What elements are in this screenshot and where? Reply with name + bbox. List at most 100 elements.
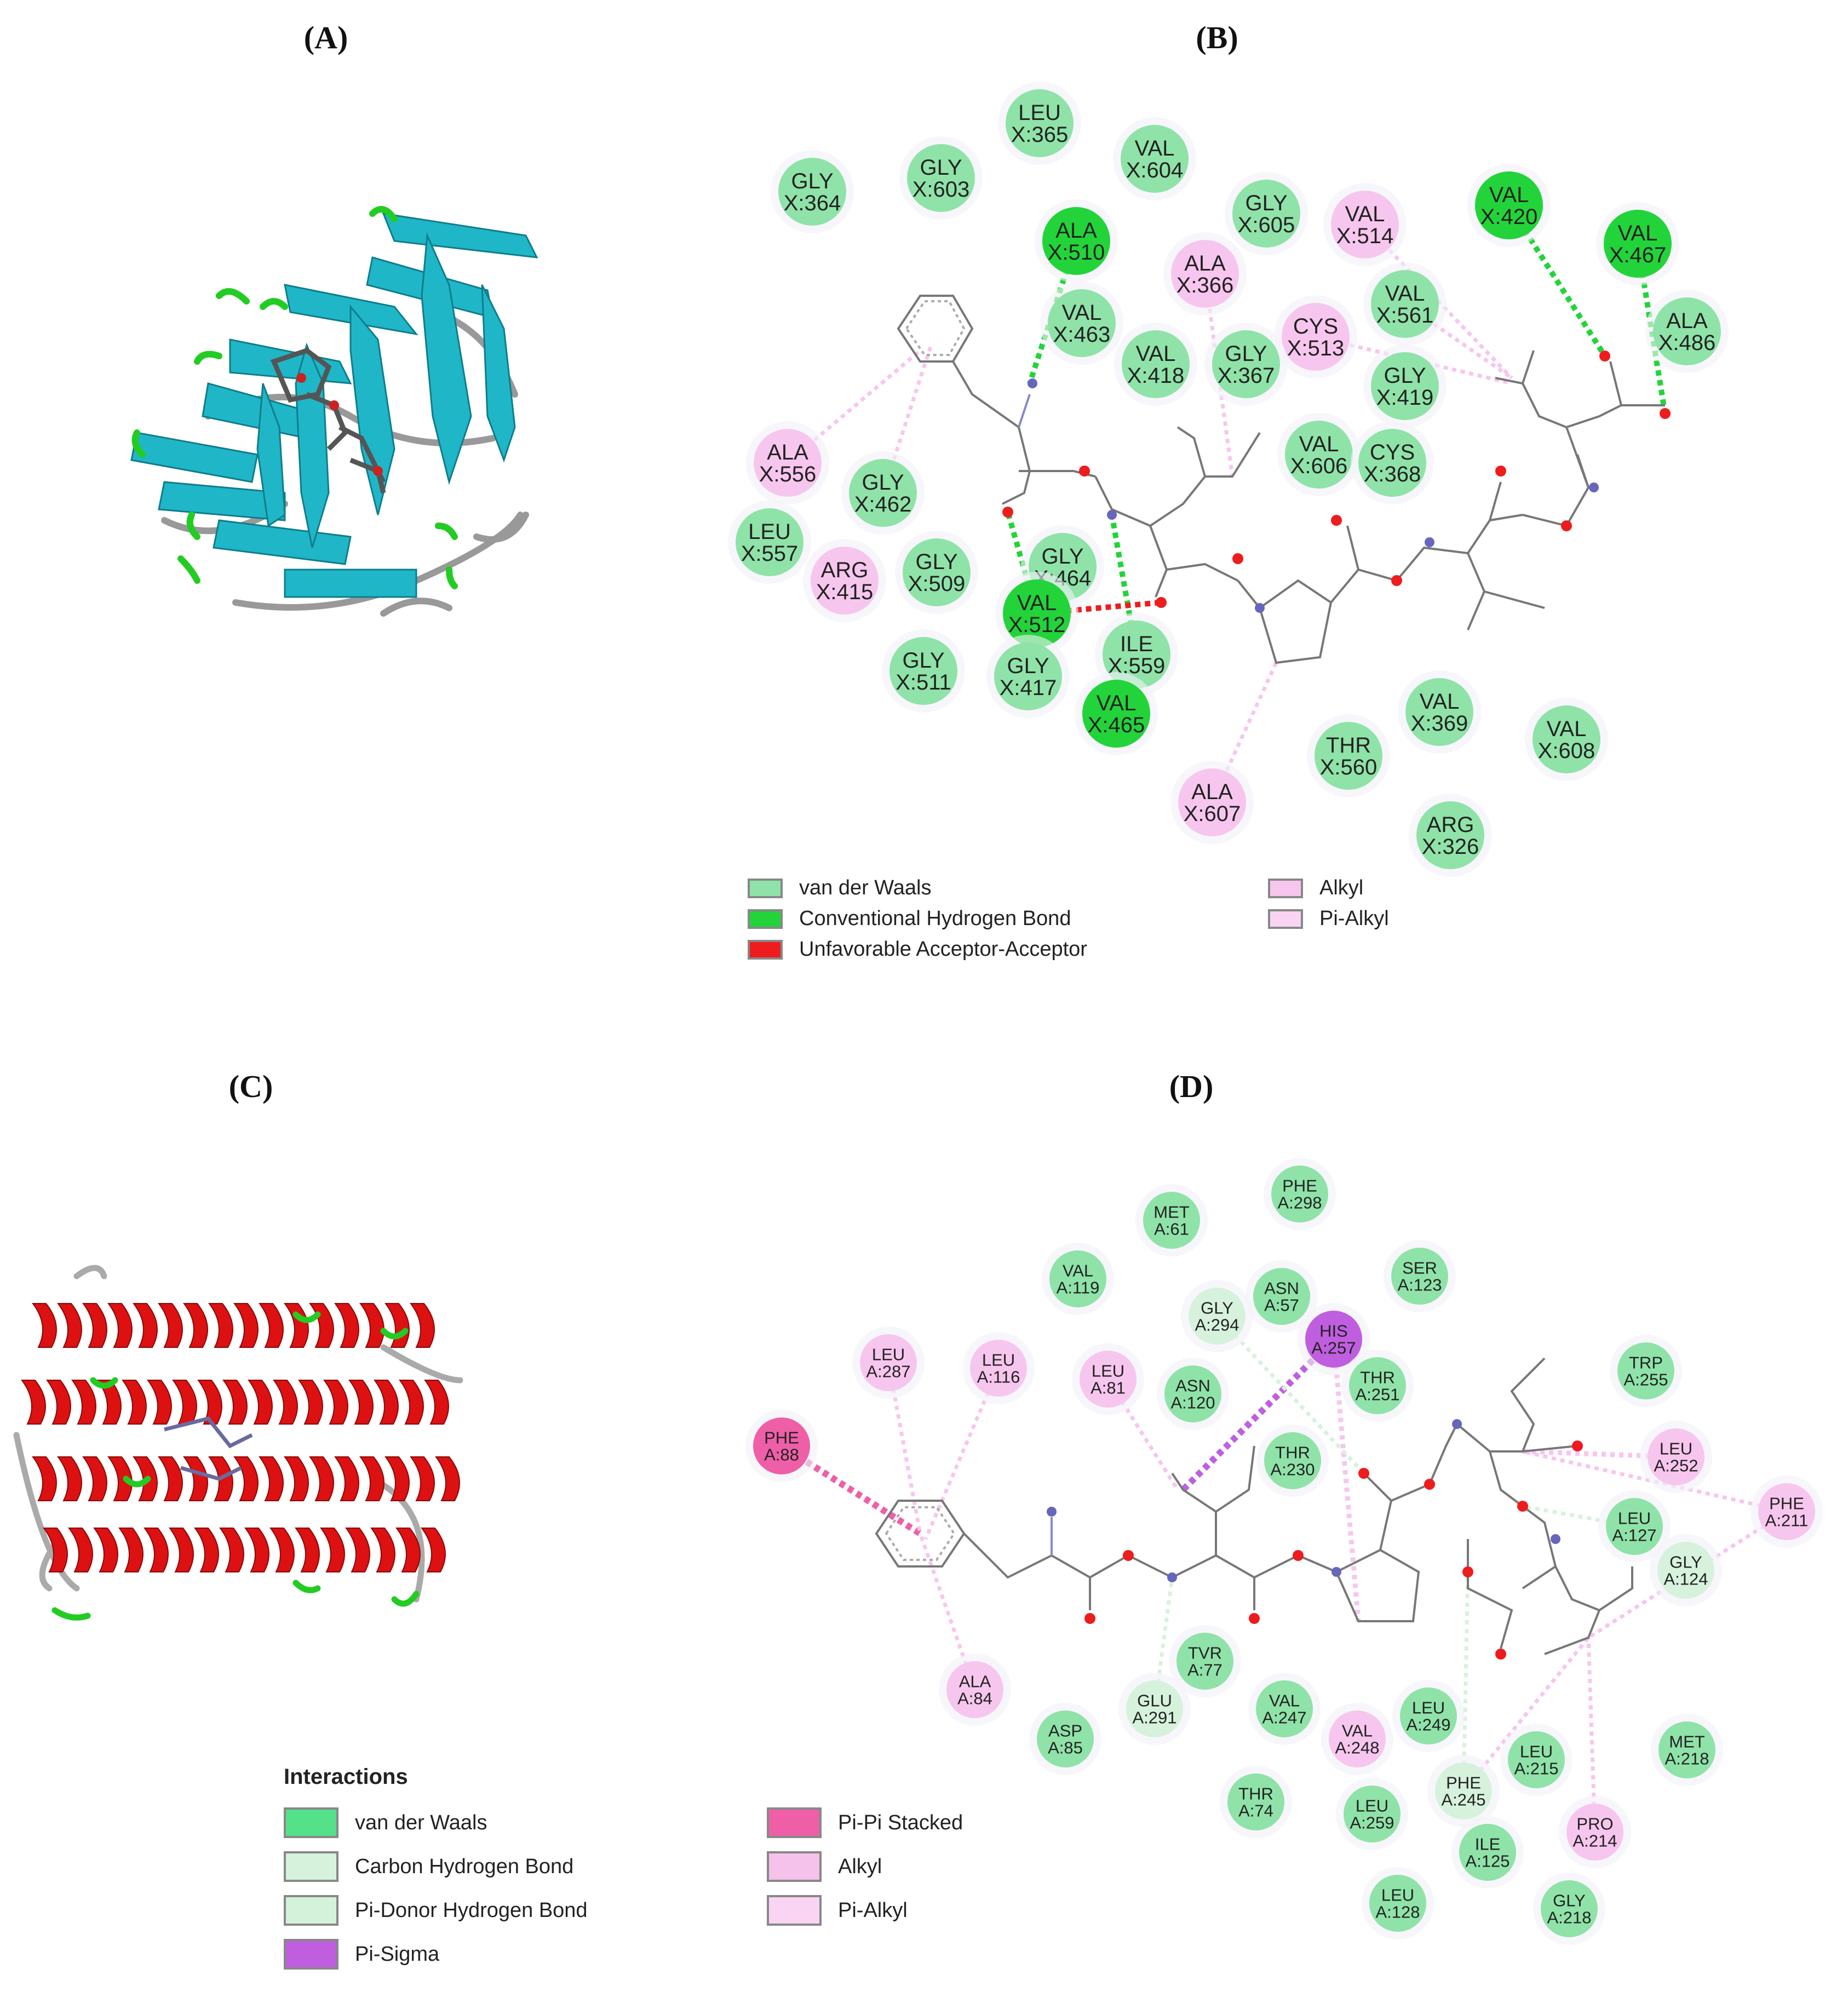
residue-id: A:249: [1406, 1715, 1450, 1734]
residue-name: ALA: [767, 440, 808, 464]
residue-circle: [1103, 621, 1170, 688]
residue-circle: [736, 508, 804, 576]
residue-circle: [1416, 801, 1484, 869]
helix-segment: [183, 1303, 208, 1348]
protein-structure-a: [130, 206, 538, 617]
residue-circle: [1212, 330, 1280, 398]
residue-circle: [1405, 678, 1473, 746]
residue-name: LEU: [1356, 1796, 1388, 1815]
residue-id: X:462: [854, 492, 912, 516]
residue-circle: [1271, 1166, 1328, 1222]
helix-segment: [222, 1380, 248, 1425]
legend-item-hbond: Conventional Hydrogen Bond: [748, 907, 1071, 931]
interaction-line: [1462, 1636, 1590, 1793]
residue-name: MET: [1669, 1732, 1705, 1751]
swatch-pi-sigma: [284, 1939, 338, 1970]
residue-name: VAL: [1135, 136, 1175, 160]
residue-name: SER: [1402, 1258, 1437, 1277]
helix-segment: [395, 1528, 421, 1572]
residue-name: GLY: [1201, 1298, 1233, 1317]
residue-name: TRP: [1629, 1353, 1663, 1372]
residue-name: ALA: [1191, 780, 1233, 804]
helix-segment: [208, 1303, 233, 1348]
helix-segment: [284, 1303, 309, 1348]
helix-segment: [233, 1303, 259, 1348]
helix-segment: [273, 1380, 298, 1425]
legend-item-vdw: van der Waals: [284, 1807, 487, 1838]
helix-segment: [334, 1303, 359, 1348]
residue-name: PHE: [1282, 1176, 1317, 1195]
residue-circle: [1657, 1542, 1714, 1599]
helix-segment: [248, 1380, 273, 1425]
residue-id: A:84: [957, 1689, 992, 1708]
residue-id: A:251: [1355, 1385, 1399, 1404]
residue-name: GLY: [791, 169, 833, 193]
helix-segment: [172, 1380, 197, 1425]
residue-name: GLY: [1669, 1552, 1702, 1571]
residue-name: ALA: [959, 1672, 991, 1691]
residue-circle: [1533, 705, 1600, 773]
residue-name: ARG: [821, 558, 869, 582]
residue-name: GLY: [862, 470, 904, 495]
residue-name: VAL: [1618, 221, 1658, 245]
residue-circle: [1253, 1268, 1310, 1325]
residue-id: X:420: [1480, 205, 1538, 229]
helix-segment: [118, 1528, 144, 1572]
residue-id: X:513: [1287, 336, 1345, 360]
residue-circle: [1264, 1432, 1321, 1489]
residue-id: A:252: [1654, 1456, 1698, 1475]
residue-id: A:230: [1270, 1460, 1315, 1479]
residue-circle: [903, 538, 971, 606]
helix-segment: [147, 1380, 172, 1425]
residue-id: X:368: [1364, 462, 1421, 486]
helix-segment: [158, 1303, 183, 1348]
residue-circle: [907, 144, 975, 212]
residue-name: HIS: [1319, 1321, 1348, 1340]
residue-id: A:298: [1277, 1193, 1322, 1212]
swatch-alkyl: [767, 1851, 822, 1882]
interaction-line: [1180, 1336, 1336, 1492]
residue-circle: [1121, 125, 1189, 193]
residue-name: CYS: [1370, 440, 1415, 464]
legend-item-pi-alkyl: Pi-Alkyl: [767, 1895, 908, 1926]
residue-id: A:124: [1663, 1569, 1708, 1588]
helix-segment: [122, 1380, 147, 1425]
interaction-line: [1203, 273, 1235, 477]
swatch-vdw: [748, 878, 783, 898]
helix-segment: [284, 1456, 309, 1501]
residue-name: GLY: [1225, 342, 1267, 366]
residue-circle: [1232, 180, 1300, 248]
helix-segment: [71, 1380, 96, 1425]
helix-segment: [323, 1380, 348, 1425]
legend-item-carbon-hbond: Carbon Hydrogen Bond: [284, 1851, 573, 1882]
residue-circle: [994, 642, 1062, 710]
residue-name: VAL: [1345, 202, 1385, 226]
helix-segment: [384, 1303, 410, 1348]
residue-circle: [1371, 352, 1439, 420]
residue-id: A:74: [1238, 1801, 1273, 1820]
residue-circle: [1435, 1763, 1492, 1819]
helix-segment: [82, 1303, 107, 1348]
residue-id: X:366: [1176, 273, 1234, 297]
residue-circle: [1371, 270, 1439, 338]
helix-segment: [194, 1528, 219, 1572]
helix-segment: [32, 1456, 57, 1501]
helix-segment: [57, 1456, 82, 1501]
